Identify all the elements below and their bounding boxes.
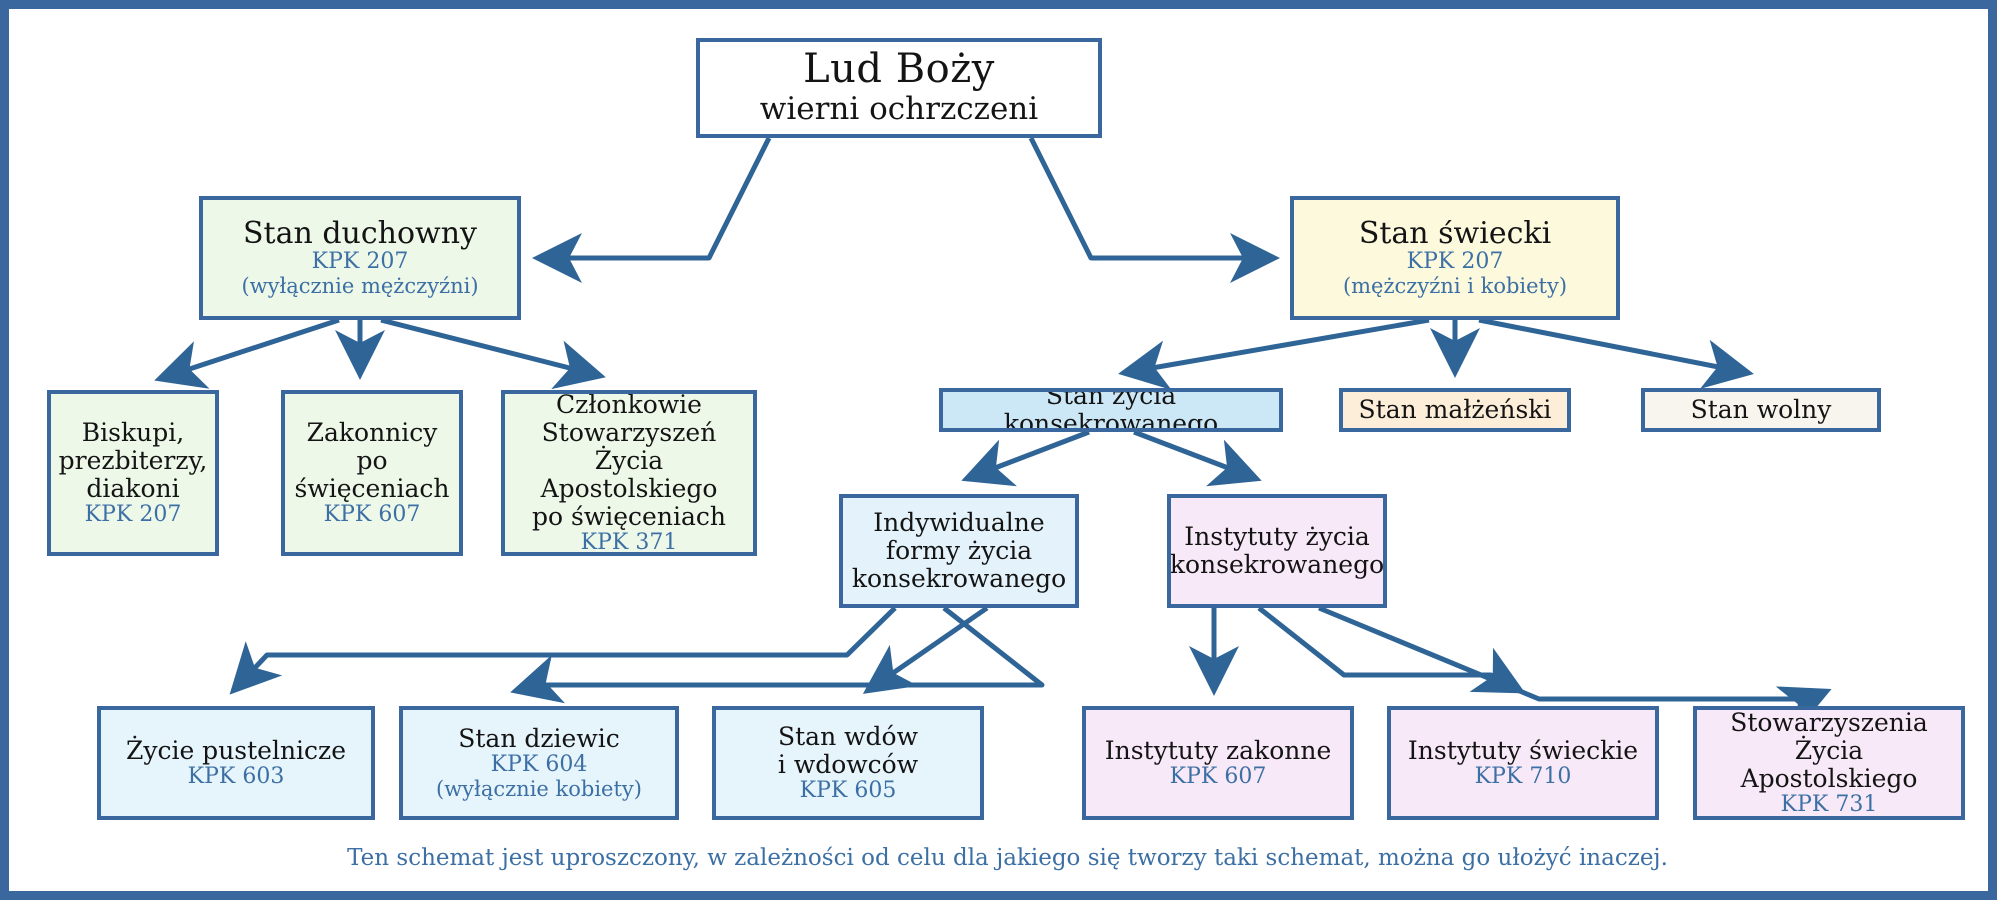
node-kpk: KPK 207 (84, 501, 182, 527)
edge-root-to-laity (1028, 136, 1280, 283)
node-title: Instytuty świeckie (1407, 735, 1639, 765)
node-stan-wolny[interactable]: Stan wolny (1641, 388, 1881, 432)
node-title: Indywidualne formy życia konsekrowanego (851, 508, 1067, 593)
node-instytuty-swieckie[interactable]: Instytuty świeckie KPK 710 (1387, 706, 1659, 820)
node-stan-malzenski[interactable]: Stan małżeński (1339, 388, 1571, 432)
node-zycie-pustelnicze[interactable]: Życie pustelnicze KPK 603 (97, 706, 375, 820)
edge-institutes-to-secular-inst (1257, 606, 1526, 694)
node-subtitle: wierni ochrzczeni (759, 91, 1039, 128)
node-title: Stan duchowny (242, 216, 477, 252)
node-title: Stan świecki (1358, 216, 1552, 252)
node-kpk: KPK 207 (1406, 249, 1504, 275)
node-kpk: KPK 710 (1474, 763, 1572, 789)
node-title: Stan małżeński (1358, 395, 1552, 424)
node-title: Stan dziewic (458, 723, 620, 753)
edge-consecrated-to-institutes (1133, 429, 1262, 487)
node-title: Stan życia konsekrowanego (1003, 388, 1219, 432)
node-title: Członkowie Stowarzyszeń Życia Apostolski… (532, 390, 726, 531)
node-kpk: KPK 207 (311, 249, 409, 275)
node-biskupi-prezbiterzy-diakoni[interactable]: Biskupi, prezbiterzy, diakoni KPK 207 (47, 390, 219, 556)
node-stan-duchowny[interactable]: Stan duchowny KPK 207 (wyłącznie mężczyź… (199, 196, 521, 320)
node-title: Zakonnicy po święceniach (294, 417, 450, 503)
footer-note: Ten schemat jest uproszczony, w zależnoś… (347, 845, 1668, 871)
node-kpk: KPK 603 (187, 763, 285, 789)
node-kpk: KPK 607 (1169, 763, 1267, 789)
edge-individual-to-widows (862, 605, 989, 694)
edge-root-to-clergy (532, 136, 772, 283)
node-stan-dziewic[interactable]: Stan dziewic KPK 604 (wyłącznie kobiety) (399, 706, 679, 820)
node-title: Lud Boży (803, 46, 995, 93)
edge-clergy-to-societies (380, 317, 606, 390)
edge-individual-to-hermit (229, 606, 897, 695)
node-stan-zycia-konsekrowanego[interactable]: Stan życia konsekrowanego (939, 388, 1283, 432)
node-title: Życie pustelnicze (125, 735, 347, 765)
node-kpk: KPK 605 (799, 777, 897, 803)
node-note: (mężczyźni i kobiety) (1342, 274, 1568, 299)
diagram-canvas: Lud Boży wierni ochrzczeni Stan duchowny… (9, 9, 1997, 909)
node-stowarzyszenia-zycia-apostolskiego[interactable]: Stowarzyszenia Życia Apostolskiego KPK 7… (1693, 706, 1965, 820)
edge-consecrated-to-individual (961, 429, 1090, 487)
node-indywidualne-formy-zycia-konsekrowanego[interactable]: Indywidualne formy życia konsekrowanego (839, 494, 1079, 608)
edge-individual-to-virgins (510, 606, 1045, 704)
node-kpk: KPK 604 (490, 751, 588, 777)
node-note: (wyłącznie mężczyźni) (241, 274, 479, 299)
node-lud-bozy[interactable]: Lud Boży wierni ochrzczeni (696, 38, 1102, 138)
node-title: Instytuty życia konsekrowanego (1169, 522, 1385, 579)
node-title: Stan wdów i wdowców (777, 721, 919, 779)
node-title: Stowarzyszenia Życia Apostolskiego (1730, 707, 1928, 793)
node-stan-wdow-i-wdowcow[interactable]: Stan wdów i wdowców KPK 605 (712, 706, 984, 820)
node-title: Stan wolny (1690, 395, 1832, 424)
edge-laity-to-single (1478, 317, 1754, 389)
node-title: Instytuty zakonne (1104, 735, 1332, 765)
node-stan-swiecki[interactable]: Stan świecki KPK 207 (mężczyźni i kobiet… (1290, 196, 1620, 320)
edge-institutes-to-apostolic-soc (1318, 605, 1832, 733)
node-instytuty-zycia-konsekrowanego[interactable]: Instytuty życia konsekrowanego (1167, 494, 1387, 608)
edge-clergy-to-bishops (154, 317, 340, 389)
node-kpk: KPK 371 (580, 529, 678, 555)
node-title: Biskupi, prezbiterzy, diakoni (58, 417, 208, 503)
node-kpk: KPK 731 (1780, 791, 1878, 817)
node-kpk: KPK 607 (323, 501, 421, 527)
node-zakonnicy-po-swieceniach[interactable]: Zakonnicy po święceniach KPK 607 (281, 390, 463, 556)
node-czlonkowie-stowarzyszen-zycia-apostolskiego[interactable]: Członkowie Stowarzyszeń Życia Apostolski… (501, 390, 757, 556)
edge-laity-to-consecrated (1118, 317, 1430, 390)
node-note: (wyłącznie kobiety) (436, 776, 642, 801)
node-instytuty-zakonne[interactable]: Instytuty zakonne KPK 607 (1082, 706, 1354, 820)
